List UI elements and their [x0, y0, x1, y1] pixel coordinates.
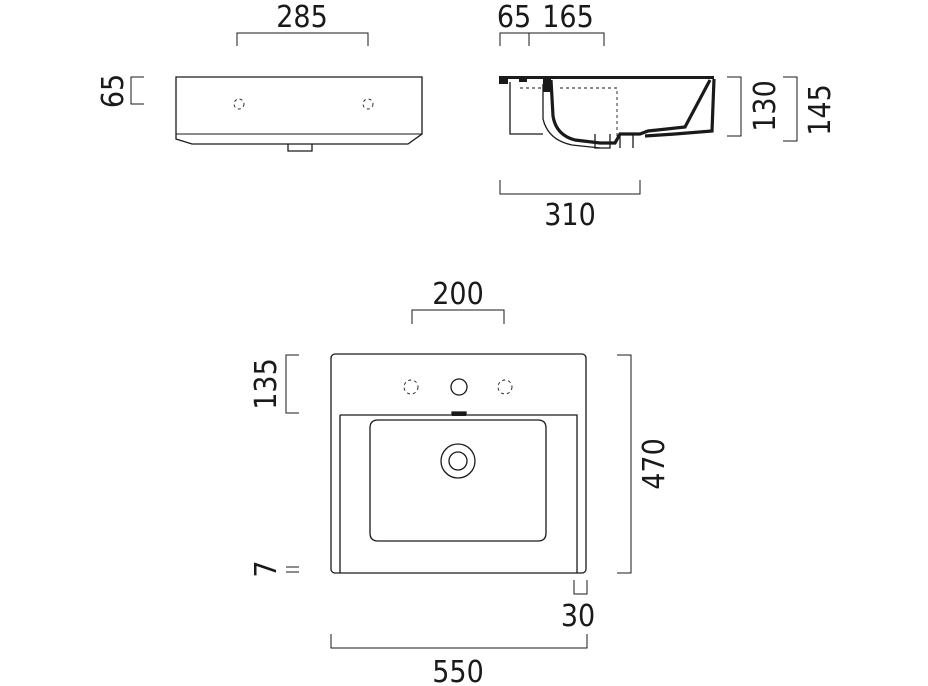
plan-view-tap-hole-center [450, 378, 468, 396]
dimension-line-front-width [236, 32, 369, 46]
plan-view-outer-outline [330, 353, 587, 574]
dimension-line-tap-zone-depth [285, 354, 299, 414]
dimension-line-overall-depth [617, 354, 632, 574]
dimension-overhang: 30 [561, 599, 595, 634]
plan-view-tap-hole-left [403, 379, 419, 395]
dimension-tap-hole-span: 200 [432, 277, 484, 312]
dimension-section-depth: 310 [544, 198, 596, 233]
dimension-line-overhang [573, 580, 588, 595]
dimension-section-offset-b: 165 [542, 0, 594, 35]
plan-view-deck-outline [339, 411, 578, 573]
dimension-edge-thickness: 7 [249, 560, 284, 577]
dimension-line-section-offsets [499, 32, 605, 46]
front-view-tap-hole-left [233, 98, 245, 110]
dimension-overall-depth: 470 [637, 438, 672, 490]
dimension-section-total-height: 145 [803, 84, 838, 136]
dimension-section-inner-height: 130 [748, 80, 783, 132]
front-view-basin-outline [175, 76, 423, 152]
plan-view-bowl-outline [369, 419, 547, 542]
section-view: 65 165 130 145 310 [497, 0, 838, 233]
front-view: 285 65 [96, 0, 423, 152]
dimension-front-width: 285 [276, 0, 328, 35]
dimension-line-tap-hole-span [411, 309, 505, 324]
dimension-line-overall-width [330, 634, 588, 649]
dimension-overall-width: 550 [432, 655, 484, 686]
dimension-line-section-inner-height [727, 76, 742, 137]
dimension-section-offset-a: 65 [497, 0, 531, 35]
dimension-line-front-height [130, 76, 144, 105]
dimension-line-section-depth [499, 180, 641, 195]
dimension-front-height: 65 [96, 74, 131, 108]
plan-view-drain [440, 443, 476, 479]
plan-view-tap-hole-right [497, 379, 513, 395]
dimension-line-edge-thickness [286, 566, 299, 573]
section-view-profile [499, 76, 716, 149]
dimension-line-section-total-height [783, 76, 798, 142]
plan-view: 200 135 470 7 30 550 [249, 277, 672, 686]
dimension-tap-zone-depth: 135 [249, 358, 284, 410]
front-view-tap-hole-right [362, 98, 374, 110]
